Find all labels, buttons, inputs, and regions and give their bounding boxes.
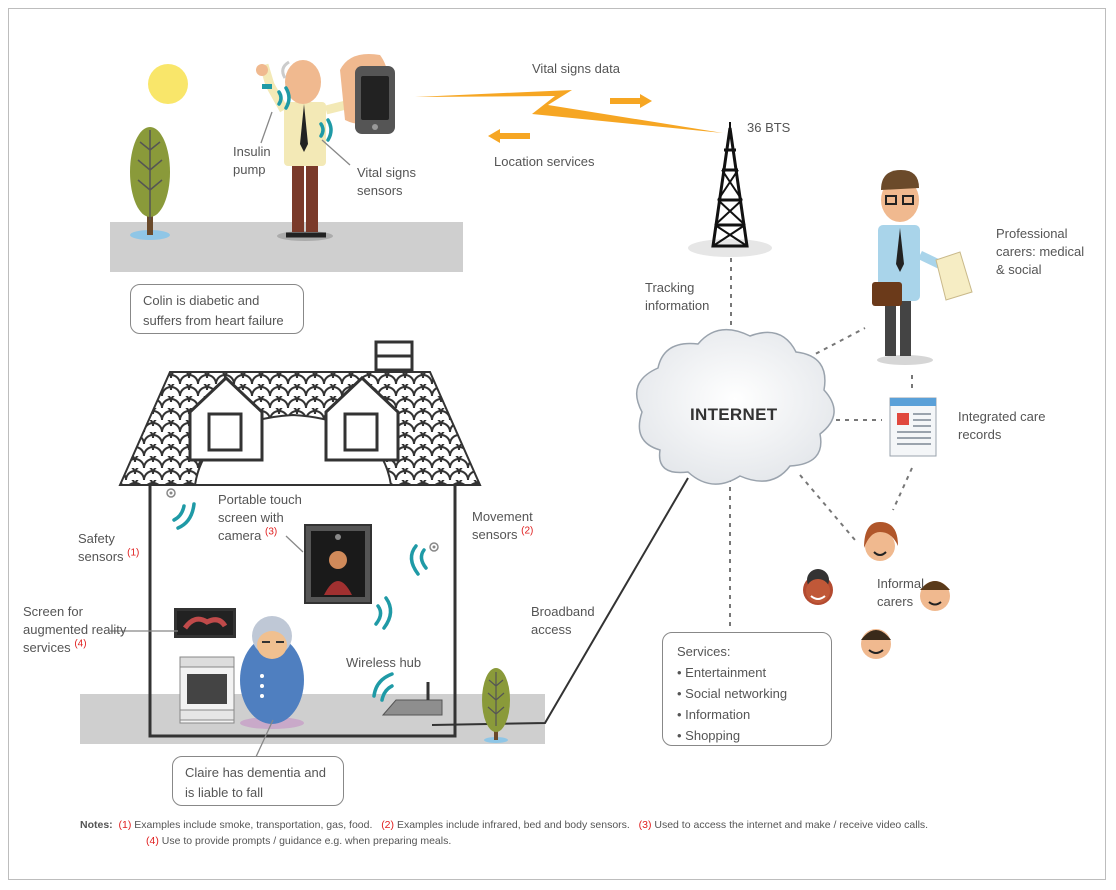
colin-signal-waves bbox=[277, 86, 333, 142]
safety-sensors-label: Safety sensors (1) bbox=[78, 531, 140, 564]
services-list: • Entertainment • Social networking • In… bbox=[677, 662, 817, 746]
colin-callout: Colin is diabetic and suffers from heart… bbox=[130, 284, 304, 334]
notes-line-1: Notes: (1) Examples include smoke, trans… bbox=[80, 819, 929, 831]
insulin-pump-label: Insulin pump bbox=[233, 144, 271, 177]
sun-icon bbox=[148, 64, 188, 104]
notes-block: Notes: (1) Examples include smoke, trans… bbox=[80, 817, 928, 849]
small-tree-icon bbox=[482, 668, 510, 743]
integrated-care-records-label: Integrated care records bbox=[958, 409, 1046, 442]
broadband-line bbox=[431, 477, 689, 726]
vital-signs-data-label: Vital signs data bbox=[532, 61, 620, 76]
informal-carer-face-2 bbox=[803, 569, 833, 605]
dormer-left bbox=[188, 375, 264, 462]
dormer-right bbox=[324, 375, 400, 462]
list-item: • Social networking bbox=[677, 686, 788, 701]
portable-touch-screen-label: Portable touch screen with camera (3) bbox=[218, 492, 302, 543]
notes-line-2: (4) Use to provide prompts / guidance e.… bbox=[146, 835, 452, 847]
services-callout: Services: • Entertainment • Social netwo… bbox=[662, 632, 832, 746]
informal-carer-face-4 bbox=[861, 629, 891, 659]
bts-tower-icon bbox=[688, 122, 772, 257]
diagram-frame bbox=[8, 8, 1106, 880]
professional-carers-label: Professional carers: medical & social bbox=[996, 226, 1085, 277]
internet-cloud-icon bbox=[636, 328, 835, 485]
list-item: • Information bbox=[677, 707, 751, 722]
ground-strip-top bbox=[110, 222, 463, 272]
wireless-hub-label: Wireless hub bbox=[346, 655, 422, 670]
tracking-information-label: Tracking information bbox=[645, 280, 710, 313]
smartphone-icon bbox=[340, 54, 395, 134]
professional-carer-figure bbox=[872, 170, 973, 365]
stove-icon bbox=[179, 656, 235, 724]
broadband-access-label: Broadband access bbox=[531, 604, 595, 637]
movement-sensor-icon bbox=[409, 542, 439, 576]
informal-carer-face-3 bbox=[920, 581, 950, 611]
safety-sensor-icon bbox=[166, 488, 196, 530]
wireless-hub-icon bbox=[372, 672, 443, 716]
internet-label: INTERNET bbox=[690, 405, 778, 424]
services-title: Services: bbox=[677, 644, 731, 659]
lightning-bolt-icon bbox=[415, 90, 723, 133]
tree-icon bbox=[130, 127, 170, 240]
list-item: • Shopping bbox=[677, 728, 741, 743]
informal-carers-label: Informal carers bbox=[877, 576, 924, 609]
informal-carer-face-1 bbox=[864, 522, 898, 561]
ar-screen-icon bbox=[174, 608, 236, 638]
notes-heading: Notes: bbox=[80, 819, 113, 831]
vital-signs-sensors-label: Vital signs sensors bbox=[357, 165, 417, 198]
list-item: • Entertainment bbox=[677, 665, 767, 680]
screen-ar-label: Screen for augmented reality services (4… bbox=[23, 604, 127, 655]
claire-callout: Claire has dementia and is liable to fal… bbox=[172, 756, 344, 806]
touch-screen-icon bbox=[304, 524, 393, 630]
house-icon bbox=[118, 340, 482, 738]
bts-label: 36 BTS bbox=[747, 120, 791, 135]
movement-sensors-label: Movement sensors (2) bbox=[472, 509, 534, 542]
care-records-icon bbox=[889, 397, 937, 457]
location-services-label: Location services bbox=[494, 154, 595, 169]
data-arrows bbox=[488, 94, 652, 143]
